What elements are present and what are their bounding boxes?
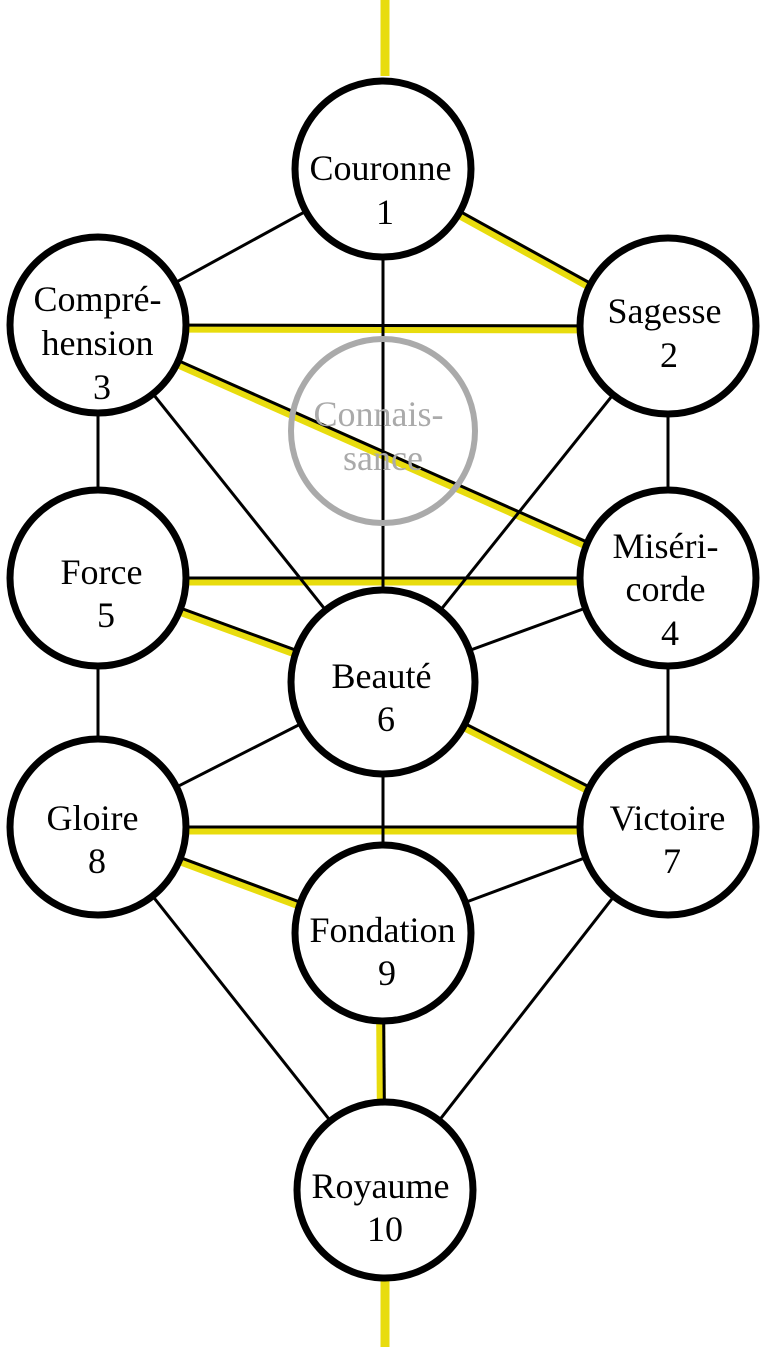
node-royaume-circle[interactable] (293, 1098, 477, 1282)
node-force[interactable]: Force 5 (6, 486, 190, 670)
node-gloire-label: Gloire 8 (47, 798, 148, 881)
node-connaissance: Connais- sance (288, 336, 478, 526)
node-beaute-label: Beauté 6 (332, 656, 441, 739)
node-fondation-label: Fondation 9 (309, 910, 464, 993)
node-fondation[interactable]: Fondation 9 (291, 841, 475, 1025)
path-comprehension-sagesse (97, 323, 669, 328)
node-comprehension[interactable]: Compré- hension 3 (6, 233, 190, 417)
node-couronne-label: Couronne 1 (310, 148, 461, 232)
node-couronne-circle[interactable] (291, 77, 475, 261)
node-misericorde-label: Miséri- corde 4 (613, 526, 728, 653)
node-royaume-label: Royaume 10 (312, 1166, 459, 1249)
node-misericorde[interactable]: Miséri- corde 4 (576, 486, 760, 670)
node-victoire[interactable]: Victoire 7 (576, 735, 760, 919)
node-connaissance-circle (288, 336, 478, 526)
node-sagesse-label: Sagesse 2 (608, 291, 731, 375)
node-victoire-label: Victoire 7 (610, 798, 735, 881)
node-royaume[interactable]: Royaume 10 (293, 1098, 477, 1282)
node-beaute[interactable]: Beauté 6 (287, 586, 479, 778)
node-misericorde-circle[interactable] (576, 486, 760, 670)
nodes-layer: Couronne 1 Sagesse 2 Compré- hension 3 M… (6, 77, 760, 1282)
path-comprehension-misericorde (97, 323, 669, 580)
node-fondation-circle[interactable] (291, 841, 475, 1025)
node-force-label: Force 5 (61, 552, 152, 635)
node-couronne[interactable]: Couronne 1 (291, 77, 475, 261)
node-connaissance-label: Connais- sance (314, 394, 453, 478)
node-force-circle[interactable] (6, 486, 190, 670)
node-gloire-circle[interactable] (6, 735, 190, 919)
node-gloire[interactable]: Gloire 8 (6, 735, 190, 919)
node-comprehension-circle[interactable] (6, 233, 190, 417)
node-comprehension-label: Compré- hension 3 (34, 279, 171, 407)
node-sagesse-circle[interactable] (576, 234, 760, 418)
node-sagesse[interactable]: Sagesse 2 (576, 234, 760, 418)
node-victoire-circle[interactable] (576, 735, 760, 919)
node-beaute-circle[interactable] (287, 586, 479, 778)
